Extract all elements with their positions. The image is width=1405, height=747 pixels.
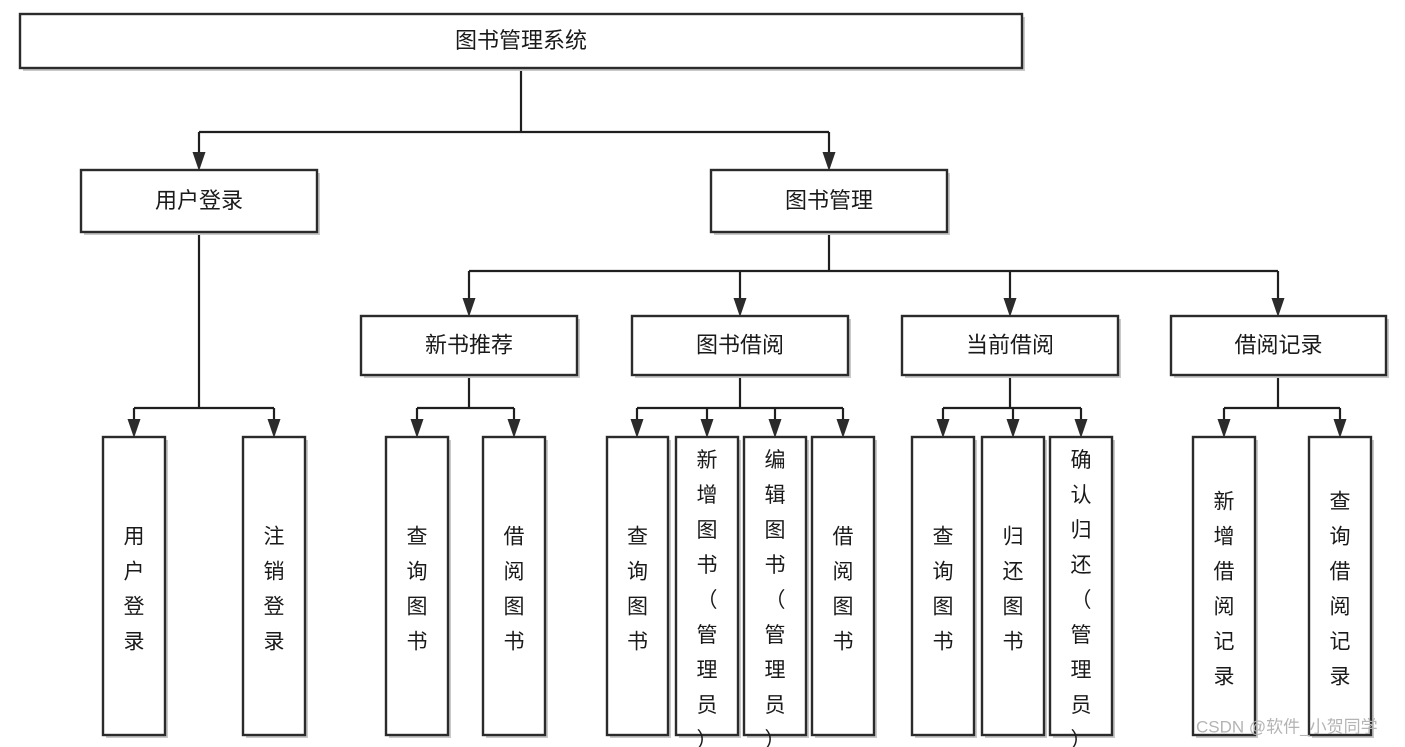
node-label: 查询借阅记录 xyxy=(1330,490,1351,688)
arrow-head-icon xyxy=(192,152,206,171)
node-leaf-query-record[interactable]: 查询借阅记录 xyxy=(1307,435,1374,738)
arrow-head-icon xyxy=(700,419,714,438)
arrow-head-icon xyxy=(1217,419,1231,438)
node-box[interactable] xyxy=(1191,435,1257,737)
node-leaf-edit-book[interactable]: 编辑图书（管理员） xyxy=(742,435,809,747)
node-label: 图书借阅 xyxy=(696,332,784,357)
node-label: 图书管理 xyxy=(785,188,873,213)
node-box[interactable] xyxy=(1307,435,1373,737)
node-box[interactable] xyxy=(630,314,850,377)
connector-borrowrecord-to-leaves xyxy=(1217,375,1347,438)
arrow-head-icon xyxy=(507,419,521,438)
watermark-layer: CSDN @软件_小贺同学 xyxy=(1196,717,1378,736)
node-label: 新增图书（管理员） xyxy=(697,449,718,747)
node-label: 查询图书 xyxy=(933,525,954,653)
node-label: 注销登录 xyxy=(264,525,285,653)
connector-currentborrow-to-leaves xyxy=(936,375,1088,438)
node-box[interactable] xyxy=(810,435,876,737)
node-current-borrow[interactable]: 当前借阅 xyxy=(900,314,1121,378)
node-box[interactable] xyxy=(1048,435,1114,737)
node-leaf-query-book-2[interactable]: 查询图书 xyxy=(605,435,671,738)
node-leaf-user-login[interactable]: 用户登录 xyxy=(101,435,168,738)
node-leaf-query-book-1[interactable]: 查询图书 xyxy=(384,435,451,738)
node-label: 借阅图书 xyxy=(833,525,854,653)
node-label: 查询图书 xyxy=(407,525,428,653)
node-label: 用户登录 xyxy=(155,188,243,213)
node-leaf-borrow-book-2[interactable]: 借阅图书 xyxy=(810,435,877,738)
arrow-head-icon xyxy=(1006,419,1020,438)
arrow-head-icon xyxy=(1003,298,1017,317)
arrow-head-icon xyxy=(936,419,950,438)
node-box[interactable] xyxy=(742,435,808,737)
node-label: 归还图书 xyxy=(1003,525,1024,653)
arrow-head-icon xyxy=(822,152,836,171)
node-leaf-return-book[interactable]: 归还图书 xyxy=(980,435,1047,738)
arrow-head-icon xyxy=(768,419,782,438)
node-leaf-add-record[interactable]: 新增借阅记录 xyxy=(1191,435,1258,738)
node-label: 确认归还（管理员） xyxy=(1071,449,1092,747)
node-box[interactable] xyxy=(980,435,1046,737)
node-borrow-record[interactable]: 借阅记录 xyxy=(1169,314,1389,378)
node-leaf-logout[interactable]: 注销登录 xyxy=(241,435,308,738)
csdn-watermark: CSDN @软件_小贺同学 xyxy=(1196,717,1378,736)
connector-userlogin-to-leaves xyxy=(127,232,281,438)
node-label: 图书管理系统 xyxy=(455,28,587,53)
arrow-head-icon xyxy=(267,419,281,438)
node-leaf-borrow-book-1[interactable]: 借阅图书 xyxy=(481,435,548,738)
node-user-login[interactable]: 用户登录 xyxy=(79,168,320,235)
arrow-head-icon xyxy=(733,298,747,317)
arrow-head-icon xyxy=(1271,298,1285,317)
arrow-head-icon xyxy=(127,419,141,438)
node-label: 新增借阅记录 xyxy=(1214,490,1235,688)
arrow-head-icon xyxy=(1074,419,1088,438)
node-box[interactable] xyxy=(709,168,949,234)
arrow-head-icon xyxy=(1333,419,1347,438)
arrow-head-icon xyxy=(836,419,850,438)
node-label: 用户登录 xyxy=(124,525,145,653)
arrow-head-icon xyxy=(410,419,424,438)
arrow-head-icon xyxy=(462,298,476,317)
node-box[interactable] xyxy=(241,435,307,737)
node-box[interactable] xyxy=(910,435,976,737)
node-box[interactable] xyxy=(18,12,1024,70)
node-leaf-query-book-3[interactable]: 查询图书 xyxy=(910,435,977,738)
arrow-head-icon xyxy=(630,419,644,438)
node-box[interactable] xyxy=(900,314,1120,377)
node-label: 借阅图书 xyxy=(504,525,525,653)
connector-layer xyxy=(127,68,1347,438)
node-label: 借阅记录 xyxy=(1234,332,1322,357)
node-book-manage[interactable]: 图书管理 xyxy=(709,168,950,235)
node-box[interactable] xyxy=(79,168,319,234)
node-leaf-add-book[interactable]: 新增图书（管理员） xyxy=(674,435,741,747)
node-root[interactable]: 图书管理系统 xyxy=(18,12,1025,71)
node-box[interactable] xyxy=(1169,314,1388,377)
node-book-borrow[interactable]: 图书借阅 xyxy=(630,314,851,378)
node-box[interactable] xyxy=(384,435,450,737)
node-leaf-confirm-return[interactable]: 确认归还（管理员） xyxy=(1048,435,1115,747)
node-box[interactable] xyxy=(674,435,740,737)
node-label: 新书推荐 xyxy=(425,332,513,357)
node-box[interactable] xyxy=(481,435,547,737)
node-label: 查询图书 xyxy=(627,525,648,653)
node-label: 编辑图书（管理员） xyxy=(765,449,786,747)
connector-root-to-level2 xyxy=(192,68,836,171)
node-box[interactable] xyxy=(359,314,579,377)
connector-newbook-to-leaves xyxy=(410,375,521,438)
connector-bookmanage-to-level3 xyxy=(462,232,1285,317)
node-box[interactable] xyxy=(605,435,670,737)
node-label: 当前借阅 xyxy=(966,332,1054,357)
connector-bookborrow-to-leaves xyxy=(630,375,850,438)
node-box[interactable] xyxy=(101,435,167,737)
node-layer: 图书管理系统用户登录图书管理新书推荐图书借阅当前借阅借阅记录用户登录注销登录查询… xyxy=(18,12,1389,747)
node-new-book-recommend[interactable]: 新书推荐 xyxy=(359,314,580,378)
